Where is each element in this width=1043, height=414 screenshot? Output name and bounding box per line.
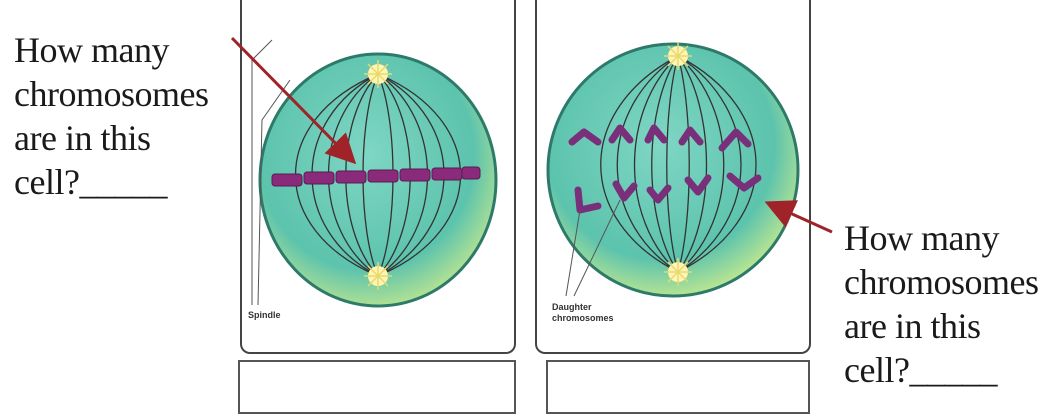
- anaphase-cell: Daughter chromosomes: [548, 42, 798, 323]
- chromosome: [368, 170, 398, 182]
- chromosome: [272, 174, 302, 186]
- centrosome-top-right: [664, 42, 692, 70]
- daughter-label-line-2: chromosomes: [552, 313, 614, 323]
- daughter-label-line-1: Daughter: [552, 302, 592, 312]
- chromosome: [304, 172, 334, 184]
- centrosome-top-left: [364, 60, 392, 88]
- chromosome: [462, 167, 480, 179]
- centrosome-bottom-right: [664, 258, 692, 286]
- metaphase-cell: Spindle: [248, 40, 496, 320]
- chromosome: [336, 171, 366, 183]
- centrosome-bottom-left: [364, 262, 392, 290]
- spindle-label: Spindle: [248, 310, 281, 320]
- chromosome: [400, 169, 430, 181]
- chromosome: [432, 168, 462, 180]
